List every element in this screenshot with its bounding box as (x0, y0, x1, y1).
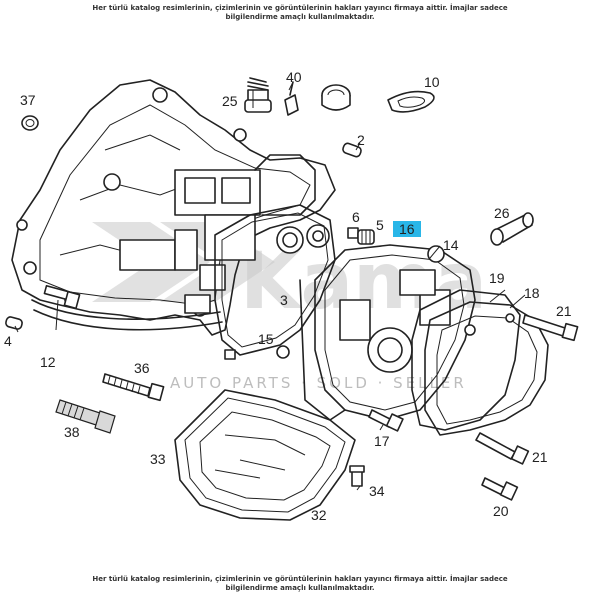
label-40: 40 (286, 69, 302, 85)
part-labels: 37 25 40 10 2 6 5 16 14 26 19 18 21 3 4 … (4, 69, 572, 523)
label-6: 6 (352, 209, 360, 225)
oil-pan-33 (174, 389, 356, 521)
clip-part (224, 349, 236, 360)
label-17: 17 (374, 433, 390, 449)
label-25: 25 (222, 93, 238, 109)
label-3: 3 (280, 292, 288, 308)
label-14: 14 (443, 237, 459, 253)
plug-14 (427, 245, 445, 263)
label-32: 32 (311, 507, 327, 523)
bolt-20 (481, 477, 519, 501)
label-16: 16 (399, 221, 415, 237)
label-26: 26 (494, 205, 510, 221)
pin-2 (342, 142, 362, 158)
bolt-34 (349, 465, 365, 487)
label-38: 38 (64, 424, 80, 440)
bolt-12 (43, 284, 81, 310)
bolt-21-upper (522, 314, 579, 342)
middle-cover-16 (299, 244, 476, 421)
copyright-notice-bottom: Her türlü katalog resimlerinin, çizimler… (0, 575, 600, 593)
label-2: 2 (357, 132, 365, 148)
label-34: 34 (369, 483, 385, 499)
label-21-lower: 21 (532, 449, 548, 465)
plug-6 (347, 227, 359, 239)
bolt-17 (368, 409, 404, 432)
label-37: 37 (20, 92, 36, 108)
plug-15 (276, 345, 290, 359)
copyright-notice-bottom-line2: bilgilendirme amaçlı kullanılmaktadır. (225, 584, 375, 592)
label-4: 4 (4, 333, 12, 349)
label-33: 33 (150, 451, 166, 467)
bolt-38 (55, 399, 116, 434)
label-10: 10 (424, 74, 440, 90)
bush-5 (357, 229, 375, 245)
bolt-26 (490, 212, 534, 246)
label-15: 15 (258, 331, 274, 347)
label-5: 5 (376, 217, 384, 233)
pin-4 (5, 316, 23, 330)
leader-lines (14, 81, 526, 491)
copyright-notice-top-line1: Her türlü katalog resimlerinin, çizimler… (92, 4, 508, 12)
copyright-notice-top: Her türlü katalog resimlerinin, çizimler… (0, 4, 600, 22)
bolt-36 (102, 373, 165, 402)
copyright-notice-bottom-line1: Her türlü katalog resimlerinin, çizimler… (92, 575, 508, 583)
copyright-notice-top-line2: bilgilendirme amaçlı kullanılmaktadır. (225, 13, 375, 21)
label-12: 12 (40, 354, 56, 370)
seal-37 (21, 115, 39, 131)
gasket-10 (387, 90, 435, 113)
label-21-upper: 21 (556, 303, 572, 319)
label-36: 36 (134, 360, 150, 376)
watermark-tagline: AUTO PARTS · SOLD · SELLER (170, 374, 467, 392)
label-20: 20 (493, 503, 509, 519)
shift-mechanism (174, 154, 330, 291)
gasket-3 (214, 204, 336, 356)
pin-40 (284, 94, 299, 116)
label-18: 18 (524, 285, 540, 301)
top-small-parts (5, 77, 435, 330)
gasket-19 (411, 289, 521, 431)
highlight-box-16 (393, 221, 421, 237)
end-cover (424, 301, 549, 436)
bolt-21-lower (475, 432, 530, 465)
label-19: 19 (489, 270, 505, 286)
